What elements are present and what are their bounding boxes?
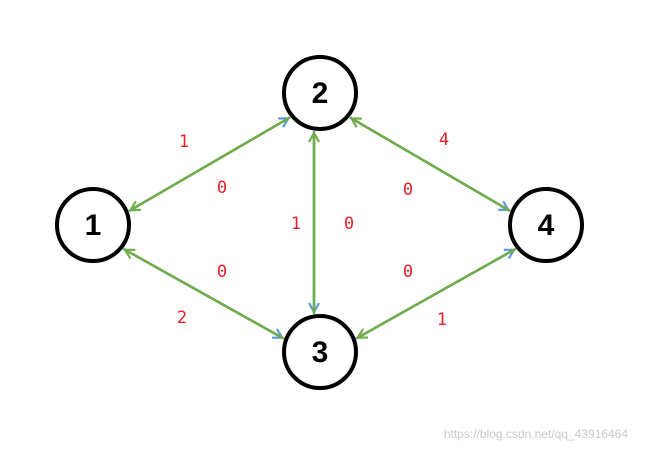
node-4-circle (508, 187, 584, 263)
edge-2-to-4-capacity-label: 4 (439, 130, 449, 150)
edge-4-to-2-capacity-label: 0 (403, 180, 413, 200)
node-4: 4 (508, 187, 584, 263)
node-1-circle (55, 187, 131, 263)
edge-3-to-1-arrow (125, 250, 285, 340)
node-2-circle (282, 55, 358, 131)
edge-3-to-4-capacity-label: 1 (437, 310, 447, 330)
node-4-label: 4 (538, 209, 555, 242)
edge-4-to-3-arrow (358, 247, 517, 338)
node-3-circle (282, 314, 358, 390)
node-3-label: 3 (312, 336, 329, 369)
edge-4-to-3-capacity-label: 0 (403, 262, 413, 282)
node-3: 3 (282, 314, 358, 390)
watermark: https://blog.csdn.net/qq_43916464 (443, 427, 628, 441)
edges-layer (122, 116, 517, 340)
edge-2-to-1-capacity-label: 0 (217, 178, 227, 198)
edge-3-to-1-capacity-label: 0 (217, 262, 227, 282)
nodes-layer: 1 2 3 4 (55, 55, 584, 390)
edge-2-to-3-capacity-label: 1 (291, 214, 301, 234)
node-1-label: 1 (85, 209, 102, 242)
edge-1-to-2-capacity-label: 1 (179, 132, 189, 152)
edge-2-to-1-arrow (131, 116, 291, 210)
edge-4-to-2-arrow (352, 118, 511, 213)
edge-3-to-2-capacity-label: 0 (344, 214, 354, 234)
node-2-label: 2 (312, 77, 329, 110)
node-2: 2 (282, 55, 358, 131)
edge-1-to-3-capacity-label: 2 (177, 308, 187, 328)
edge-labels-layer: 1 0 2 0 1 0 4 0 1 0 (177, 130, 449, 330)
node-1: 1 (55, 187, 131, 263)
